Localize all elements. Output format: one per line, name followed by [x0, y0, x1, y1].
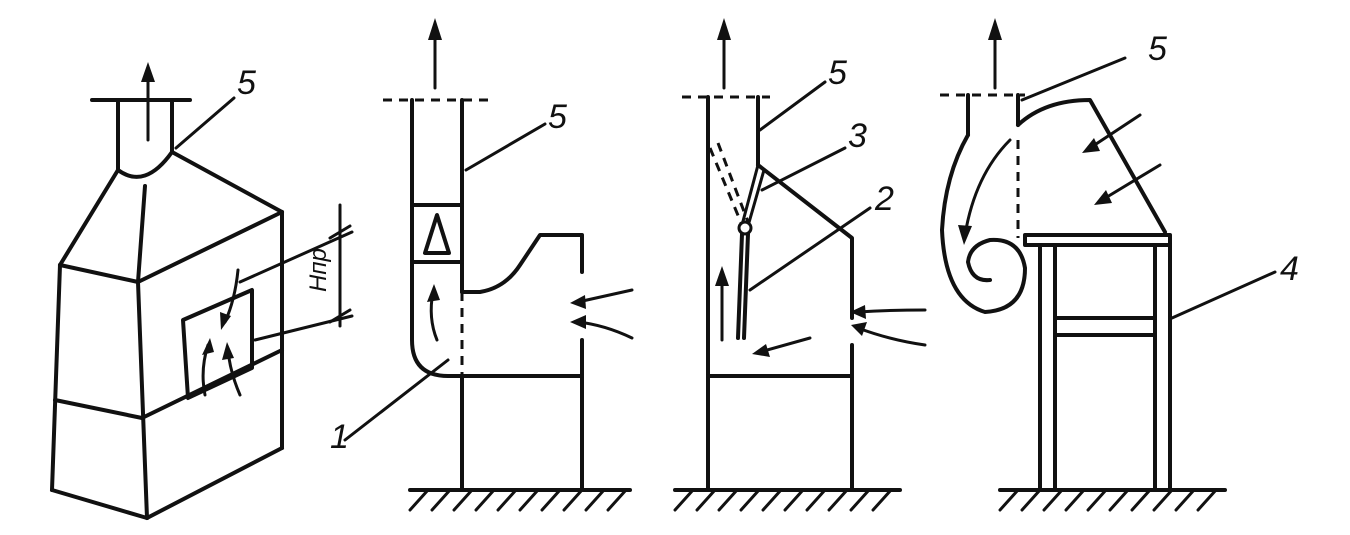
fan-label-1: 1 — [330, 418, 349, 456]
duct-label-5-b: 5 — [548, 98, 567, 136]
cabinet-hood-figure: Hпр 5 — [50, 62, 354, 520]
spiral-hood-table-figure: 5 4 — [940, 18, 1299, 512]
duct-label-5: 5 — [237, 64, 256, 102]
partition-label-2: 2 — [874, 180, 894, 218]
opening-height-label: Hпр — [305, 248, 332, 292]
duct-label-5-c: 5 — [828, 54, 847, 92]
table-label-4: 4 — [1280, 250, 1299, 288]
damper-hood-figure: 5 3 2 — [673, 18, 927, 512]
duct-label-5-d: 5 — [1148, 30, 1167, 68]
fan-suction-figure: 5 1 — [330, 18, 634, 512]
damper-label-3: 3 — [848, 117, 867, 155]
